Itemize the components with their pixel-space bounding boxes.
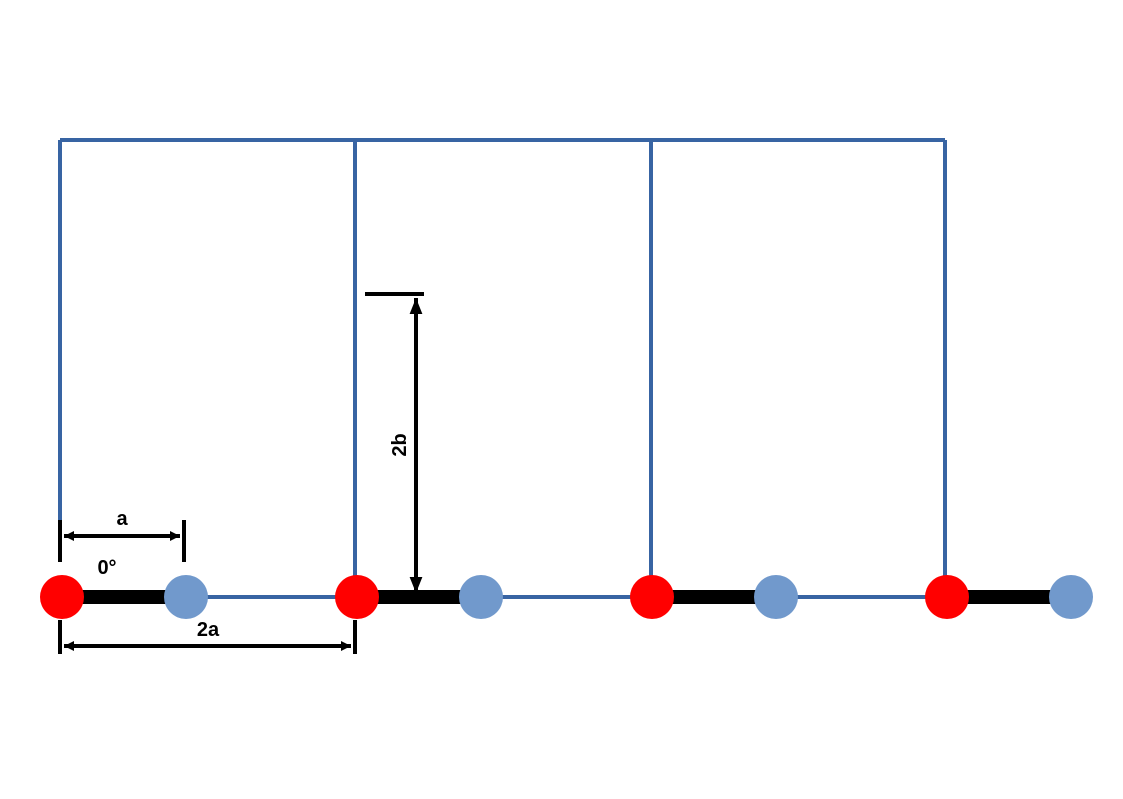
- dimension-2b: [365, 292, 424, 593]
- label-2b: 2b: [389, 433, 411, 456]
- atom-pairs: [40, 575, 1093, 619]
- blue-atom-1: [164, 575, 208, 619]
- red-atom-2: [335, 575, 379, 619]
- blue-atom-3: [754, 575, 798, 619]
- cell-frame: [58, 138, 1070, 599]
- red-atom-1: [40, 575, 84, 619]
- red-atom-4: [925, 575, 969, 619]
- dimension-a: [58, 520, 186, 562]
- label-2a: 2a: [197, 619, 220, 641]
- red-atom-3: [630, 575, 674, 619]
- blue-atom-2: [459, 575, 503, 619]
- dimension-2a: [58, 620, 357, 654]
- label-a: a: [116, 508, 128, 530]
- blue-atom-4: [1049, 575, 1093, 619]
- label-angle: 0°: [97, 557, 116, 579]
